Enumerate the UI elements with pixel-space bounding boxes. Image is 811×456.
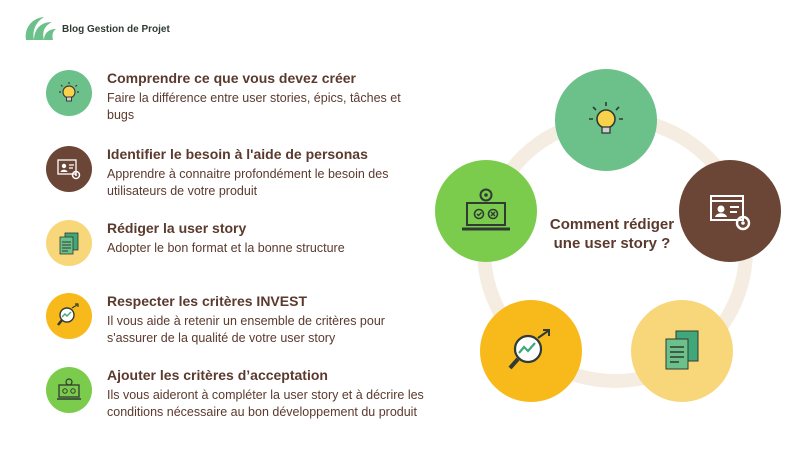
step-title: Comprendre ce que vous devez créer [107,70,356,86]
diagram-center-title: Comment rédiger une user story ? [549,216,675,252]
step-description: Faire la différence entre user stories, … [107,91,401,122]
document-icon [46,220,92,266]
brand: Blog Gestion de Projet [22,14,170,44]
step-description: Apprendre à connaitre profondément le be… [107,167,389,198]
magnifier-chart-icon [480,300,582,402]
step-description: Adopter le bon format et la bonne struct… [107,241,345,255]
step-acceptance: Ajouter les critères d’acceptation Ils v… [46,367,427,421]
lightbulb-icon [46,70,92,116]
brand-name: Blog Gestion de Projet [62,23,170,35]
laptop-check-icon [46,367,92,413]
step-title: Respecter les critères INVEST [107,293,307,309]
step-personas: Identifier le besoin à l'aide de persona… [46,146,427,200]
step-description: Il vous aide à retenir un ensemble de cr… [107,314,385,345]
step-write: Rédiger la user story Adopter le bon for… [46,220,427,266]
step-description: Ils vous aideront à compléter la user st… [107,388,424,419]
persona-settings-icon [46,146,92,192]
step-title: Rédiger la user story [107,220,247,236]
step-understand: Comprendre ce que vous devez créer Faire… [46,70,427,124]
step-title: Identifier le besoin à l'aide de persona… [107,146,368,162]
persona-settings-icon [679,160,781,262]
step-invest: Respecter les critères INVEST Il vous ai… [46,293,427,347]
lightbulb-icon [555,69,657,171]
laptop-check-icon [435,160,537,262]
document-icon [631,300,733,402]
magnifier-chart-icon [46,293,92,339]
step-title: Ajouter les critères d’acceptation [107,367,328,383]
brand-logo-icon [22,14,58,44]
